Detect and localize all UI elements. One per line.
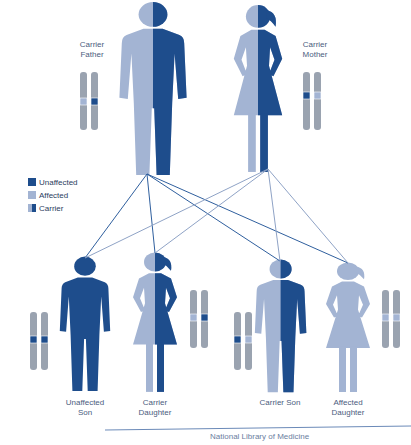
chromosome-pair	[303, 72, 321, 130]
person-node: Affected Daughter	[316, 260, 406, 420]
legend-item: Carrier	[28, 204, 63, 214]
legend-text: Carrier	[39, 204, 63, 213]
inheritance-line	[85, 169, 268, 258]
legend-swatch	[28, 204, 36, 212]
inheritance-line	[268, 169, 280, 261]
person-node: Carrier Son	[230, 258, 312, 420]
person-node: Carrier Father	[72, 0, 192, 176]
person-node: Unaffected Son	[28, 255, 116, 420]
daughter-figure	[326, 262, 370, 392]
son-figure	[255, 260, 307, 393]
legend-text: Affected	[39, 191, 68, 200]
credit-note: National Library of Medicine	[210, 432, 309, 442]
inheritance-line	[155, 169, 268, 253]
daughter-figure	[133, 253, 177, 392]
person-label: Carrier Son	[255, 398, 305, 408]
chromosome-pair	[382, 290, 400, 348]
chromosome-pair	[80, 72, 98, 130]
legend-swatch	[28, 191, 36, 199]
person-node: Carrier Daughter	[122, 250, 212, 420]
inheritance-line	[147, 174, 155, 253]
son-figure	[60, 257, 110, 391]
legend-text: Unaffected	[39, 178, 78, 187]
chromosome-pair	[190, 290, 208, 348]
chromosome-pair	[234, 312, 252, 370]
inheritance-line	[85, 174, 147, 258]
person-label: Unaffected Son	[60, 398, 110, 418]
mother-figure	[234, 5, 282, 172]
chromosome-pair	[30, 312, 48, 370]
legend-item: Unaffected	[28, 178, 78, 188]
father-figure	[119, 2, 186, 175]
inheritance-line	[268, 169, 348, 263]
footer-rule	[105, 426, 411, 430]
legend-item: Affected	[28, 191, 68, 201]
person-node: Carrier Mother	[222, 0, 336, 171]
person-label: Affected Daughter	[323, 398, 373, 418]
person-label: Carrier Father	[74, 40, 110, 60]
legend-swatch	[28, 178, 36, 186]
inheritance-line	[147, 174, 348, 263]
person-label: Carrier Daughter	[130, 398, 180, 418]
person-label: Carrier Mother	[296, 40, 334, 60]
inheritance-line	[147, 174, 280, 261]
